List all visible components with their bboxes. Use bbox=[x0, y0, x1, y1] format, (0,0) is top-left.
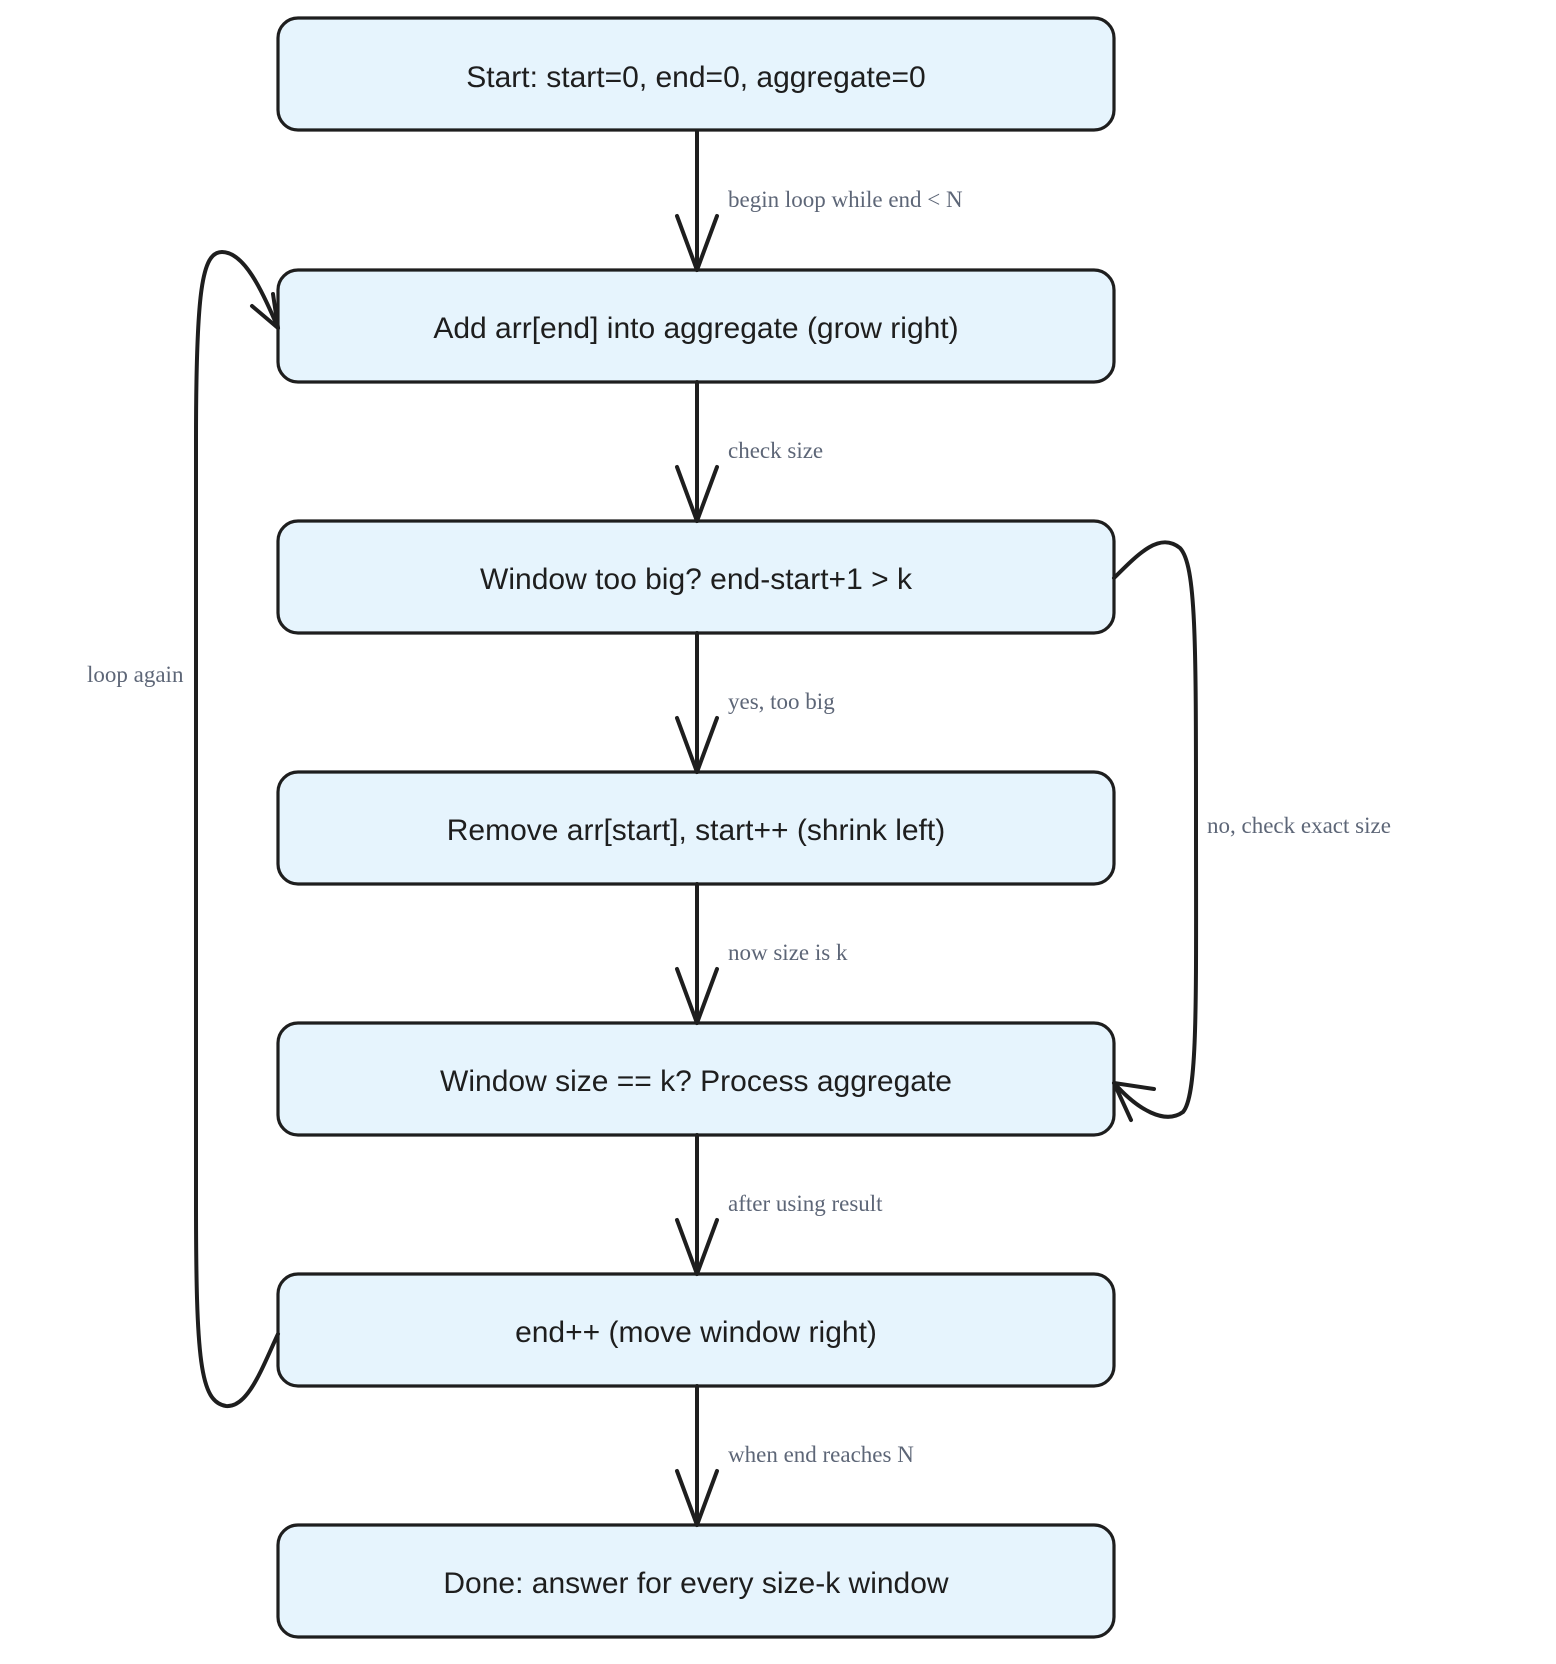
edge-label-now-size-k: now size is k bbox=[728, 940, 848, 965]
edge-label-yes-too-big: yes, too big bbox=[728, 689, 835, 714]
node-add[interactable]: Add arr[end] into aggregate (grow right) bbox=[276, 268, 1116, 384]
edge-advance-to-done bbox=[675, 1384, 719, 1527]
edge-too-big-to-remove bbox=[675, 631, 719, 774]
node-start-label: Start: start=0, end=0, aggregate=0 bbox=[466, 61, 926, 94]
node-start[interactable]: Start: start=0, end=0, aggregate=0 bbox=[276, 16, 1116, 132]
edge-advance-to-add bbox=[194, 250, 280, 1408]
edge-size-k-to-advance bbox=[675, 1133, 719, 1276]
edge-too-big-to-size-k bbox=[1112, 540, 1199, 1122]
node-done[interactable]: Done: answer for every size-k window bbox=[276, 1523, 1116, 1639]
node-done-label: Done: answer for every size-k window bbox=[443, 1567, 949, 1600]
edge-label-after-result: after using result bbox=[728, 1191, 883, 1216]
edge-label-end-reaches: when end reaches N bbox=[728, 1442, 914, 1467]
node-remove-label: Remove arr[start], start++ (shrink left) bbox=[447, 814, 945, 847]
edge-label-loop-again: loop again bbox=[87, 662, 184, 687]
node-advance-label: end++ (move window right) bbox=[515, 1316, 877, 1349]
edge-remove-to-size-k bbox=[675, 882, 719, 1025]
edge-label-begin-loop: begin loop while end < N bbox=[728, 187, 963, 212]
node-size-k[interactable]: Window size == k? Process aggregate bbox=[276, 1021, 1116, 1137]
edge-label-check-size: check size bbox=[728, 438, 823, 463]
node-too-big-label: Window too big? end-start+1 > k bbox=[480, 563, 913, 596]
node-advance[interactable]: end++ (move window right) bbox=[276, 1272, 1116, 1388]
edge-label-no-check-exact: no, check exact size bbox=[1207, 813, 1391, 838]
node-add-label: Add arr[end] into aggregate (grow right) bbox=[433, 312, 958, 345]
node-size-k-label: Window size == k? Process aggregate bbox=[440, 1065, 952, 1098]
edge-add-to-too-big bbox=[675, 380, 719, 523]
node-remove[interactable]: Remove arr[start], start++ (shrink left) bbox=[276, 770, 1116, 886]
edge-start-to-add bbox=[675, 129, 719, 272]
node-too-big[interactable]: Window too big? end-start+1 > k bbox=[276, 519, 1116, 635]
